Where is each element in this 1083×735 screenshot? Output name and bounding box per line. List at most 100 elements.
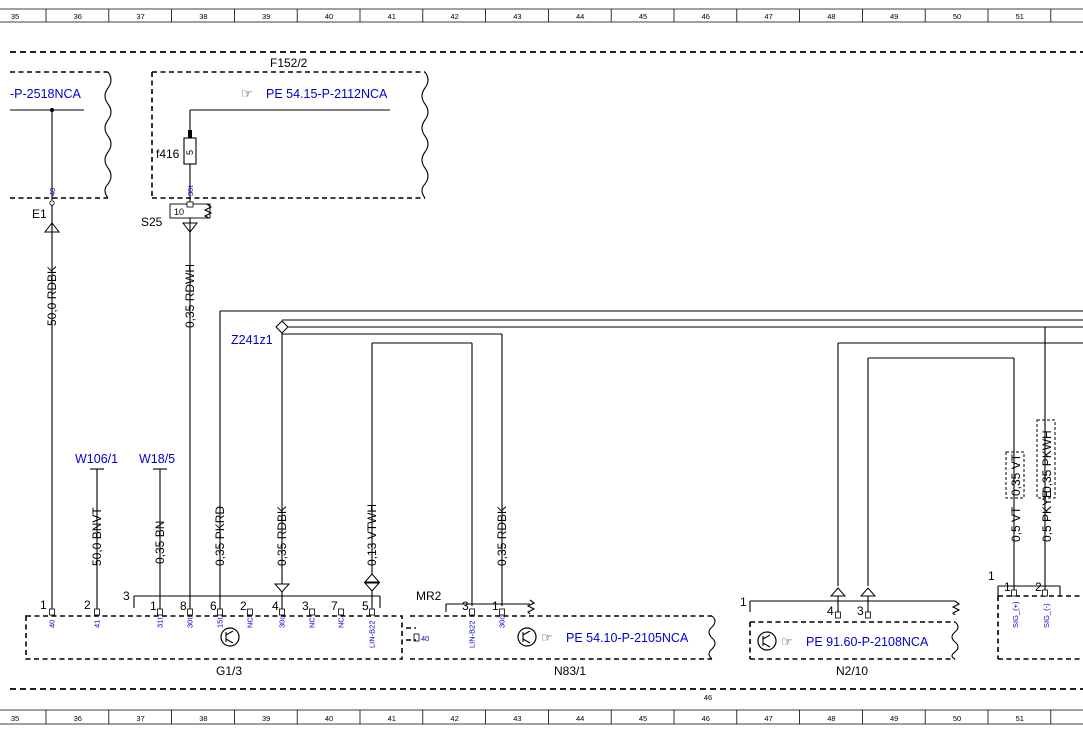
ruler-column-number: 44 [576, 12, 584, 21]
ruler-column-number: 40 [325, 714, 333, 723]
arrow-up-icon [829, 587, 847, 597]
connector-pin-label: LIN-B22 [468, 620, 477, 648]
ruler-column-number: 50 [953, 714, 961, 723]
ruler-column-number: 36 [74, 12, 82, 21]
n83-1-ref[interactable]: PE 54.10-P-2105NCA [566, 631, 689, 645]
ruler-column-number: 48 [827, 12, 835, 21]
ruler-column-number: 36 [74, 714, 82, 723]
connector-pin-label: 40 [48, 620, 57, 628]
transistor-icon [220, 627, 240, 647]
connector-pin-number: 1 [150, 599, 157, 613]
f152-2-label: F152/2 [270, 56, 308, 70]
connector-pin-label: NC [308, 617, 317, 628]
pin-terminal [217, 608, 223, 616]
connector-pin-number: 3 [857, 604, 864, 618]
hand-pointer-icon: ☞ [541, 630, 553, 645]
wire-label: 0,13 VTWH [365, 504, 379, 566]
connector-pin-number: 1 [1004, 580, 1011, 594]
connector-pin-number: 2 [1035, 580, 1042, 594]
ruler-column-number: 51 [1016, 714, 1024, 723]
left-block-ref[interactable]: -P-2518NCA [10, 87, 82, 101]
n2-10-group: 1 [740, 595, 747, 609]
pin-terminal [247, 608, 253, 616]
n2-10-label: N2/10 [836, 664, 868, 678]
mr2-label: MR2 [416, 589, 442, 603]
vtwh-line [363, 342, 473, 610]
s25-connector: 10 S25 [141, 201, 213, 610]
connector-pin-number: 5 [362, 599, 369, 613]
ruler-mid-marker: 46 [704, 693, 712, 702]
connector-pin-label: 15t [216, 617, 225, 628]
connector-pin-number: 2 [240, 599, 247, 613]
ruler-column-number: 40 [325, 12, 333, 21]
fuse-f416-pin: 30t [186, 185, 195, 196]
ruler-column-number: 38 [199, 12, 207, 21]
connector-pin-number: 1 [492, 599, 499, 613]
connector-pin-number: 4 [272, 599, 279, 613]
pin-terminal [1042, 589, 1048, 597]
ruler-column-number: 44 [576, 714, 584, 723]
left-block-pin: 40 [48, 188, 57, 196]
pin-terminal [187, 608, 193, 616]
ruler-column-number: 43 [513, 12, 521, 21]
w106-1-label[interactable]: W106/1 [75, 452, 118, 466]
pin-terminal [157, 608, 163, 616]
transistor-icon [517, 627, 537, 647]
connector-pin-number: 2 [84, 598, 91, 612]
splice-icon [275, 320, 289, 334]
n2-10-wires [829, 327, 1083, 612]
pin-terminal [338, 608, 344, 616]
ruler-column-number: 41 [388, 714, 396, 723]
g1-3-side-pin: 40 [421, 634, 429, 643]
ruler-column-number: 38 [199, 714, 207, 723]
wire-label: 0,35 RDWH [183, 264, 197, 328]
hand-pointer-icon: ☞ [781, 634, 793, 649]
connector-pin-number: 3 [302, 599, 309, 613]
wire-label: 0,35 BN [153, 521, 167, 564]
ruler-column-number: 37 [136, 714, 144, 723]
w18-5-label[interactable]: W18/5 [139, 452, 175, 466]
wire-label: 50,0 BNVT [90, 507, 104, 566]
connector-pin-label: LIN-B22 [368, 620, 377, 648]
left-partial-block: -P-2518NCA 40 [10, 71, 112, 206]
ruler-column-number: 37 [136, 12, 144, 21]
pin-terminal [309, 608, 315, 616]
ruler-column-number: 35 [11, 12, 19, 21]
wire-label: 0,5 VT [1009, 506, 1023, 542]
pin-terminal [279, 608, 285, 616]
ruler-column-number: 43 [513, 714, 521, 723]
wire-label: 0,35 PKRD [213, 506, 227, 566]
pin-terminal [469, 608, 475, 616]
n2-10-ref[interactable]: PE 91.60-P-2108NCA [806, 635, 929, 649]
fuse-f416-label: f416 [156, 147, 180, 161]
pin-terminal [369, 608, 375, 616]
connector-pin-label: SIG_(-) [1042, 603, 1051, 628]
ruler-column-number: 49 [890, 12, 898, 21]
pin-terminal [865, 611, 871, 619]
connector-pin-number: 8 [180, 599, 187, 613]
connector-pin-number: 3 [123, 589, 130, 603]
z241z1-label: Z241z1 [231, 333, 273, 347]
pin-terminal [1011, 589, 1017, 597]
connector-pin-label: 31t [156, 617, 165, 628]
s25-pin: 10 [174, 207, 184, 217]
f152-2-ref[interactable]: PE 54.15-P-2112NCA [266, 87, 388, 101]
ruler-column-number: 41 [388, 12, 396, 21]
pin-terminal [835, 611, 841, 619]
hand-pointer-icon: ☞ [241, 86, 253, 101]
pin-terminal [94, 608, 100, 616]
ruler-column-number: 50 [953, 12, 961, 21]
ruler-column-number: 42 [450, 714, 458, 723]
ruler-column-number: 46 [702, 714, 710, 723]
wire-label: 0,35 RDBK [275, 506, 289, 566]
ruler-column-number: 46 [702, 12, 710, 21]
ruler-column-number: 47 [764, 714, 772, 723]
pin-terminal [499, 608, 505, 616]
pin-terminal [49, 608, 55, 616]
connector-pin-label: 30c [498, 616, 507, 628]
connector-pin-label: SIG_(+) [1011, 601, 1020, 628]
ruler-column-number: 39 [262, 714, 270, 723]
